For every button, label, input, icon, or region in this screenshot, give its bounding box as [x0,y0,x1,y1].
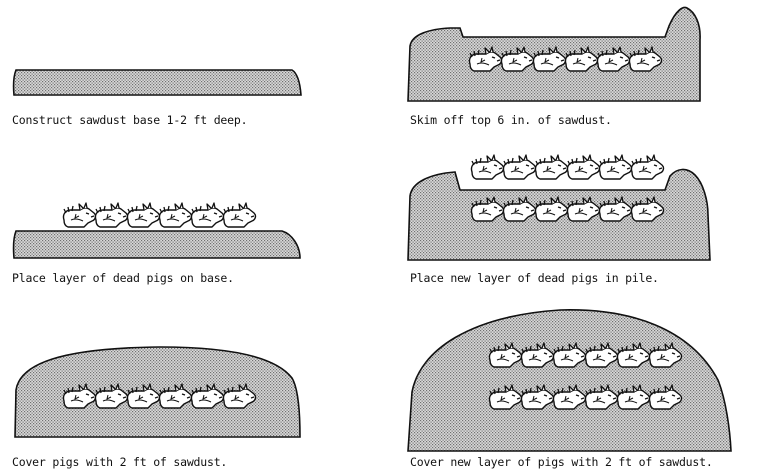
dead-pig [158,202,193,228]
panel-6 [407,309,732,452]
sawdust-base [12,230,301,259]
panel-caption: Cover new layer of pigs with 2 ft of saw… [410,455,713,469]
dead-pig [94,202,129,228]
panel-caption: Place new layer of dead pigs in pile. [410,271,659,285]
panel-5 [14,346,301,438]
dead-pig [222,202,257,228]
sawdust-base [12,69,302,96]
dead-pig [502,154,537,180]
panel-1 [12,69,302,96]
panel-caption: Construct sawdust base 1-2 ft deep. [12,113,248,127]
dead-pig [534,154,569,180]
panel-2 [407,6,701,102]
pig-row [470,154,665,180]
dead-pig [126,202,161,228]
dead-pig [598,154,633,180]
panel-caption: Skim off top 6 in. of sawdust. [410,113,612,127]
dead-pig [62,202,97,228]
panel-3 [12,202,301,259]
dead-pig [470,154,505,180]
sawdust-dome [407,309,732,452]
panel-4 [407,154,711,261]
sawdust-dome [14,346,301,438]
dead-pig [566,154,601,180]
panel-caption: Place layer of dead pigs on base. [12,271,234,285]
dead-pig [630,154,665,180]
panel-caption: Cover pigs with 2 ft of sawdust. [12,455,228,469]
dead-pig [190,202,225,228]
pig-row [62,202,257,228]
